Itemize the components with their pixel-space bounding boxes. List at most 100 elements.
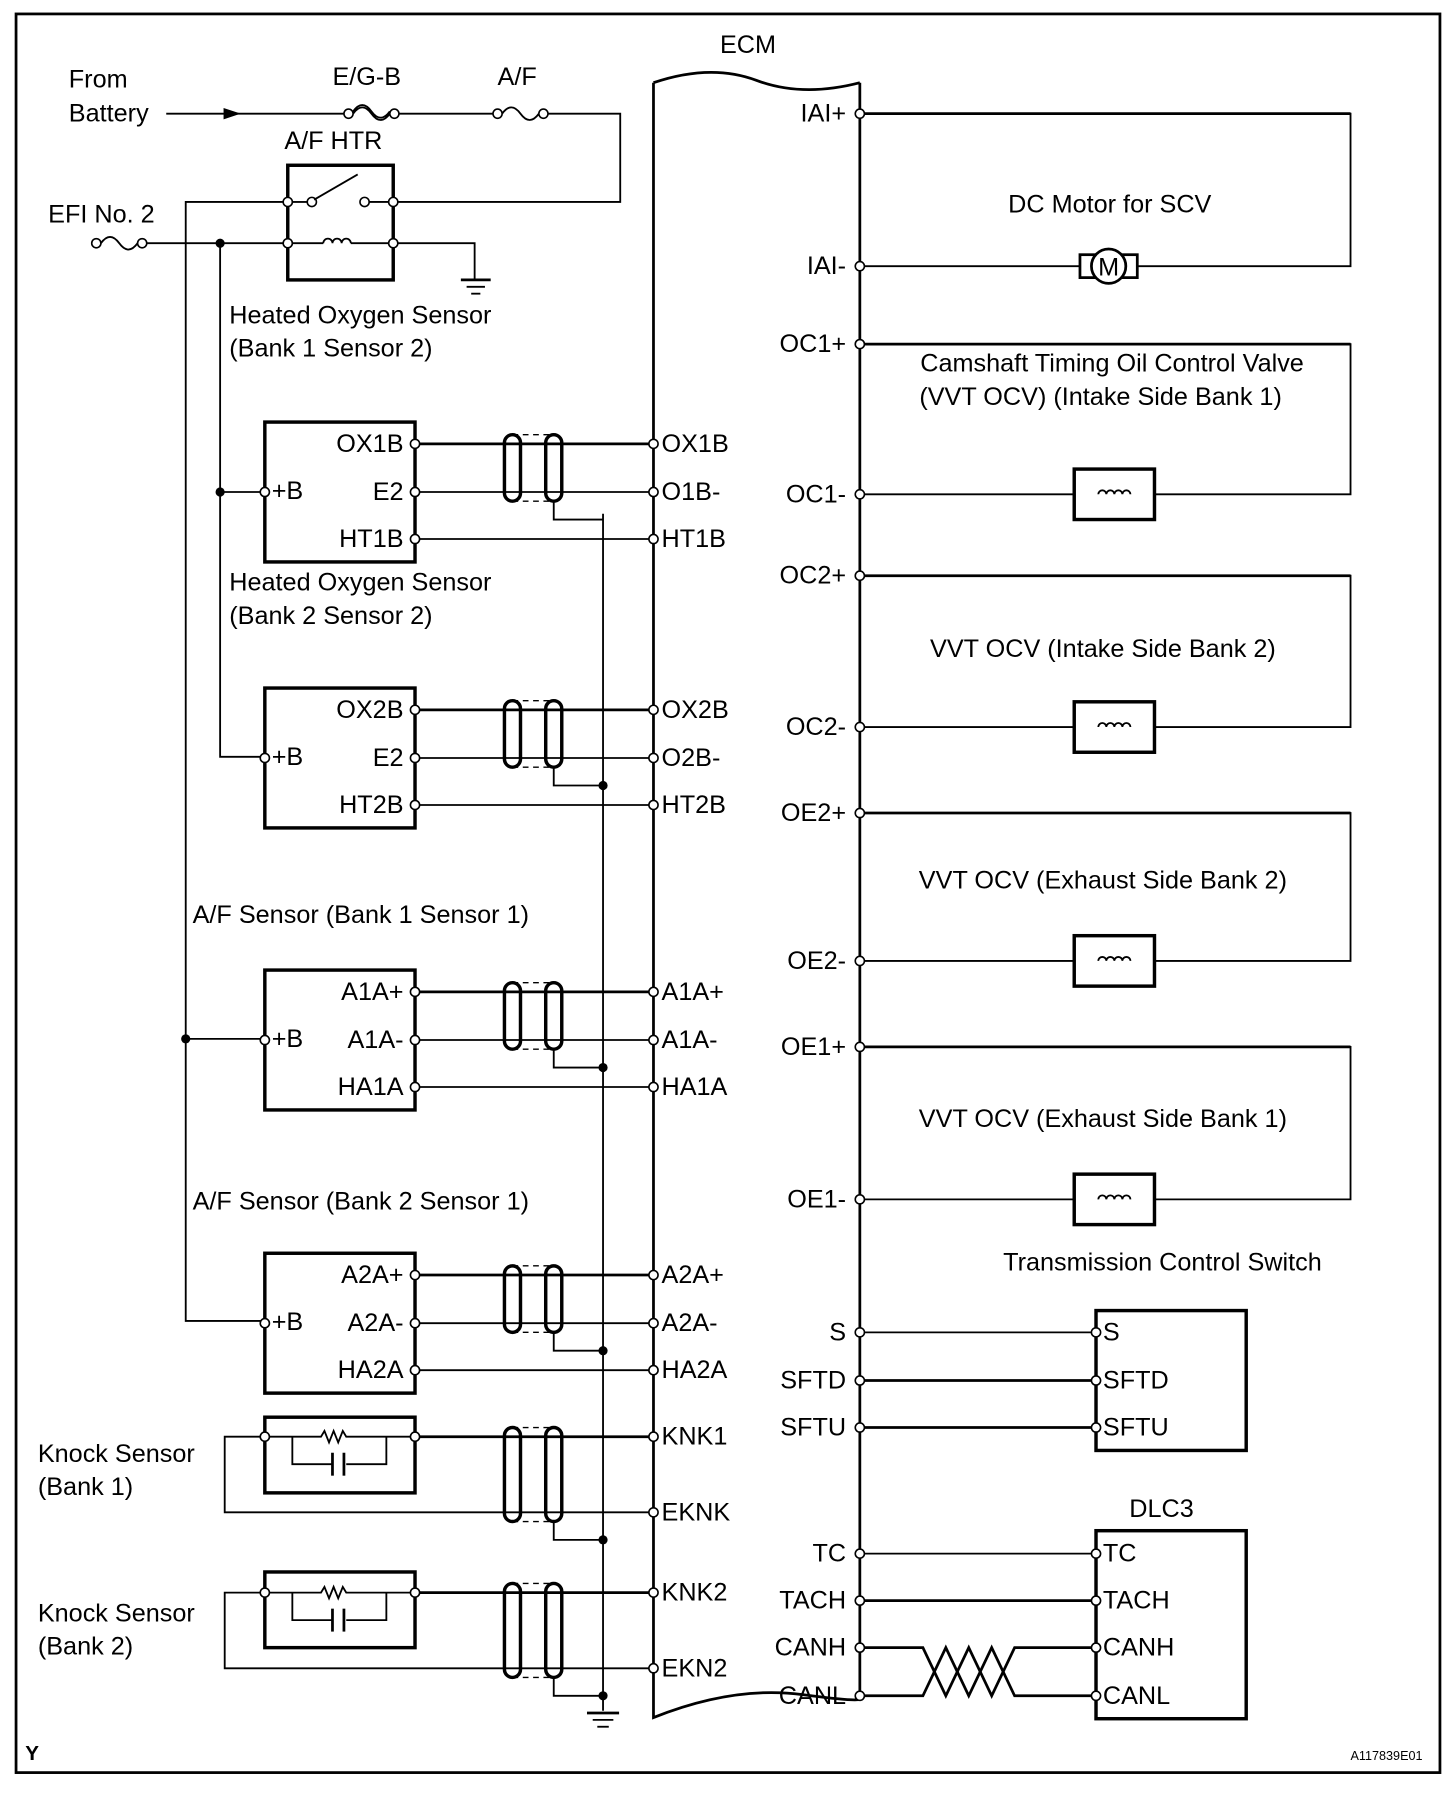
tcs-pin-label: SFTD — [1103, 1367, 1169, 1395]
sensor-subtitle: (Bank 1 Sensor 2) — [229, 335, 432, 363]
sensor-terminal — [409, 438, 421, 450]
ecm-terminal — [648, 1269, 659, 1281]
sensor-terminal — [409, 1081, 421, 1093]
sensor-terminal — [409, 533, 421, 545]
sensor-af-b1s1: A/F Sensor (Bank 1 Sensor 1)+BA1A+A1A+A1… — [193, 901, 728, 1112]
sensor-af-b2s1: A/F Sensor (Bank 2 Sensor 1)+BA2A+A2A+A2… — [193, 1188, 728, 1395]
actuator-title: Camshaft Timing Oil Control Valve — [920, 350, 1304, 378]
actuator-ocv-in-b2: VVT OCV (Intake Side Bank 2)OC2+OC2- — [779, 562, 1352, 754]
sensor-pin-label: OX2B — [336, 696, 403, 724]
actuator-title: VVT OCV (Intake Side Bank 2) — [930, 635, 1276, 663]
fuse-egb-label: E/G-B — [332, 63, 401, 91]
ecm-terminal — [648, 1662, 659, 1674]
dlc3-pin-label: TACH — [1103, 1587, 1170, 1615]
ecm-pin-label: OC1- — [786, 480, 846, 508]
ecm-pin-label: S — [829, 1318, 846, 1346]
sensor-subtitle: (Bank 2) — [38, 1633, 133, 1661]
ecm-pin-label: A2A+ — [662, 1261, 724, 1289]
sensor-ho2-b1s2: Heated Oxygen Sensor(Bank 1 Sensor 2)+BO… — [229, 301, 729, 564]
solenoid-coil-icon — [1097, 489, 1132, 495]
sensor-ho2-b2s2: Heated Oxygen Sensor (Bank 2 Sensor 2) +B O… — [229, 569, 729, 830]
ecm-pin-label: IAI- — [807, 252, 846, 280]
tcs-pin-label: SFTU — [1103, 1414, 1169, 1442]
sensor-pin-label: HA2A — [338, 1356, 404, 1384]
ecm-pin-label: O1B- — [662, 478, 721, 506]
ecm-pin-label: CANL — [779, 1682, 846, 1710]
sensor-title: Knock Sensor — [38, 1599, 195, 1627]
ecm-pin-label: KNK1 — [662, 1423, 728, 1451]
plus-b-terminal — [259, 752, 271, 764]
sensor-title: Heated Oxygen Sensor — [229, 301, 491, 329]
ecm-terminal — [648, 533, 659, 545]
relay-label: A/F HTR — [284, 127, 382, 155]
power-section: From Battery E/G-B A/F A/F HTR — [48, 63, 622, 1322]
ecm-pin-label: OX1B — [662, 430, 729, 458]
sensor-groups: Heated Oxygen Sensor (Bank 1 Sensor 2) +B O… — [38, 301, 731, 1701]
ecm-terminal — [648, 986, 659, 998]
knock-sensor-box — [263, 1415, 417, 1495]
ecm-pin-label: TACH — [779, 1587, 846, 1615]
sensor-terminal — [409, 704, 421, 716]
can-twisted-pair-icon — [864, 1644, 1092, 1699]
ecm-pin-label: EKN2 — [662, 1654, 728, 1682]
ecm-pin-label: OX2B — [662, 696, 729, 724]
sensor-pin-label: HT2B — [339, 791, 403, 819]
ecm-pin-label: HA1A — [662, 1073, 728, 1101]
ground-wire — [223, 1591, 649, 1670]
shield-icon — [543, 980, 564, 1051]
tcs-title: Transmission Control Switch — [1003, 1248, 1322, 1276]
ground-wire — [223, 1435, 649, 1514]
shield-drain-wire — [552, 1332, 604, 1352]
shield-drain-wire — [552, 1049, 604, 1069]
ecm-pin-label: EKNK — [662, 1498, 731, 1526]
sensor-terminal — [409, 752, 421, 764]
from-label: From — [69, 65, 128, 93]
sensor-box — [263, 420, 417, 564]
ecm-terminal — [648, 486, 659, 498]
actuator-ocv-ex-b1: VVT OCV (Exhaust Side Bank 1)OE1+OE1- — [781, 1033, 1352, 1227]
sensor-terminal — [409, 1317, 421, 1329]
ecm-pin-label: A1A- — [662, 1026, 718, 1054]
arrow-icon — [223, 107, 241, 120]
ecm-outline — [652, 71, 863, 1720]
ecm-terminal — [648, 799, 659, 811]
actuator-title: VVT OCV (Exhaust Side Bank 1) — [919, 1105, 1287, 1133]
dlc3-pin-label: TC — [1103, 1540, 1137, 1568]
ecm-terminal — [648, 438, 659, 450]
ecm-pin-label: O2B- — [662, 744, 721, 772]
ecm-pin-label: IAI+ — [801, 100, 847, 128]
sensor-pin-label: A2A+ — [341, 1261, 403, 1289]
sensor-pin-label: A1A- — [347, 1026, 403, 1054]
ecm-terminal — [854, 108, 866, 120]
ecm-pin-label: OC2- — [786, 713, 846, 741]
sensor-pin-label: A1A+ — [341, 978, 403, 1006]
solenoid-coil-icon — [1097, 1194, 1132, 1200]
knock-sensor-box — [263, 1570, 417, 1650]
plus-b-label: +B — [272, 743, 304, 771]
sensor-terminal — [409, 1034, 421, 1046]
actuator-subtitle: (VVT OCV) (Intake Side Bank 1) — [919, 383, 1282, 411]
ecm-terminal — [854, 1041, 866, 1053]
shield-icon — [502, 1581, 523, 1680]
sensor-pin-label: HA1A — [338, 1073, 404, 1101]
sensor-subtitle: (Bank 2 Sensor 2) — [229, 602, 432, 630]
sensor-title: Heated Oxygen Sensor — [229, 569, 491, 597]
motor-symbol: M — [1098, 253, 1119, 281]
sensor-pin-label: E2 — [373, 744, 404, 772]
ecm-pin-label: OE2- — [787, 947, 846, 975]
sensor-terminal — [409, 1364, 421, 1376]
actuator-ocv-in-b1: Camshaft Timing Oil Control Valve (VVT OC… — [779, 330, 1352, 522]
dlc3-title: DLC3 — [1129, 1495, 1193, 1523]
tcs-pin-label: S — [1103, 1318, 1120, 1346]
shield-icon — [502, 1425, 523, 1524]
relay-switch-icon — [313, 173, 359, 201]
ecm-pin-label: OE1+ — [781, 1033, 846, 1061]
fuse-efi-label: EFI No. 2 — [48, 201, 155, 229]
relay-coil-icon — [292, 237, 389, 245]
ecm-terminal — [854, 721, 866, 733]
